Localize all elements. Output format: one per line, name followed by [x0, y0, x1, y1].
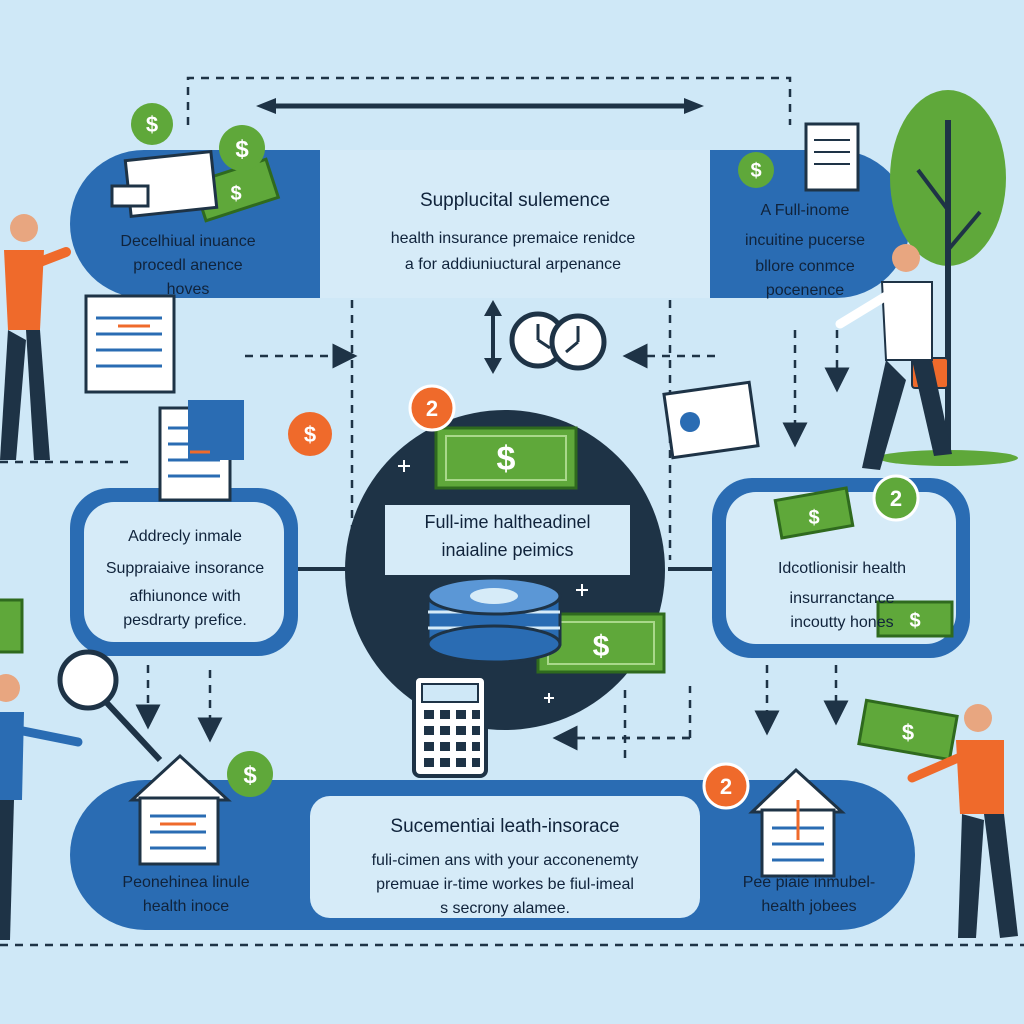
money-bill-icon: [857, 698, 959, 762]
bottom-right-line-2: health jobees: [761, 898, 857, 915]
dollar-coin-icon: $: [227, 751, 273, 797]
calculator-icon: [412, 674, 488, 778]
document-icon: [804, 122, 860, 192]
mid-right-line-1: Idcotlionisir health: [777, 560, 907, 577]
coin-stack-icon: [426, 576, 562, 664]
bill-dollar-symbol: $: [230, 183, 241, 205]
document-icon: [110, 150, 219, 218]
bottom-center-line-3: s secrony alamee.: [440, 900, 570, 917]
center-line-1: Full-ime haltheadinel: [424, 512, 591, 532]
bottom-center-line-1: fuli-cimen ans with your acconenemty: [371, 852, 639, 869]
dollar-coin-icon: $: [131, 103, 173, 145]
bill-dollar-symbol: $: [808, 507, 819, 529]
bottom-right-line-1: Pee piaie inmubel-: [742, 874, 876, 891]
house-icon: [128, 753, 232, 866]
bill-dollar-symbol: $: [902, 720, 914, 745]
top-center-title: Supplucital sulemence: [419, 190, 611, 211]
mid-right-line-3: incoutty hones: [790, 614, 894, 631]
top-left-line-1: Decelhiual inuance: [120, 233, 256, 250]
bill-dollar-symbol: $: [497, 440, 516, 478]
number-badge: 2: [872, 474, 920, 522]
bill-dollar-symbol: $: [593, 630, 610, 663]
center-line-2: inaialine peimics: [441, 540, 574, 560]
money-bill-icon: [434, 426, 578, 490]
bottom-left-line-1: Peonehinea linule: [122, 874, 250, 891]
person-icon: [835, 244, 952, 470]
top-center-line-1: health insurance premaice renidce: [390, 230, 636, 247]
top-right-line-2: incuitine pucerse: [744, 232, 866, 249]
dollar-symbol: $: [235, 136, 249, 163]
document-icon: [662, 380, 760, 460]
person-icon: [0, 674, 83, 940]
top-right-line-1: A Full-inome: [760, 202, 850, 219]
dollar-coin-icon: $: [219, 125, 265, 171]
dollar-symbol: $: [750, 160, 761, 182]
document-icon: [84, 294, 176, 394]
solid-arrows: [256, 98, 712, 571]
panel-top-center-inner: [320, 150, 710, 298]
person-icon: [907, 704, 1018, 938]
badge-number: 2: [426, 396, 438, 421]
money-bill-icon: [876, 600, 954, 638]
dollar-coin-icon: $: [288, 412, 332, 456]
bottom-center-line-2: premuae ir-time workes be fiul-imeal: [376, 876, 634, 893]
magnifier-icon: [57, 649, 163, 763]
mid-right-line-2: insurranctance: [789, 590, 895, 607]
dollar-symbol: $: [243, 762, 257, 789]
panel-mid-left-inner: [84, 502, 284, 642]
connector-lines: [0, 76, 1024, 947]
mid-left-line-4: pesdrarty prefice.: [123, 612, 247, 629]
mid-left-line-3: afhiunonce with: [129, 588, 241, 605]
number-badge: 2: [702, 762, 750, 810]
house-icon: [748, 767, 846, 878]
clock-icon: [549, 313, 607, 371]
bottom-center-title: Sucementiai leath-insorace: [390, 816, 620, 837]
person-icon: [0, 214, 71, 460]
sparkle-marks: [398, 460, 588, 703]
top-right-line-4: pocenence: [765, 282, 845, 299]
center-label-band: [385, 505, 630, 575]
dollar-symbol: $: [146, 112, 158, 137]
money-bill-icon: [0, 598, 24, 654]
top-left-line-2: procedl anence: [133, 257, 243, 274]
top-right-line-3: bllore conmce: [755, 258, 855, 275]
bill-dollar-symbol: $: [909, 610, 920, 632]
badge-number: 2: [890, 486, 902, 511]
dollar-symbol: $: [304, 422, 316, 447]
badge-number: 2: [720, 774, 732, 799]
number-badge: 2: [408, 384, 456, 432]
top-left-line-3: hoves: [166, 281, 210, 298]
panel-bottom-inner: [310, 796, 700, 918]
mid-left-line-2: Suppraiaive insorance: [105, 560, 265, 577]
top-center-line-2: a for addiuniuctural arpenance: [404, 256, 622, 273]
document-icon: [158, 400, 244, 502]
dollar-coin-icon: $: [738, 152, 774, 188]
bottom-left-line-2: health inoce: [142, 898, 230, 915]
mid-left-line-1: Addrecly inmale: [128, 528, 242, 545]
tree-icon: [878, 90, 1018, 466]
money-bill-icon: [773, 486, 855, 540]
